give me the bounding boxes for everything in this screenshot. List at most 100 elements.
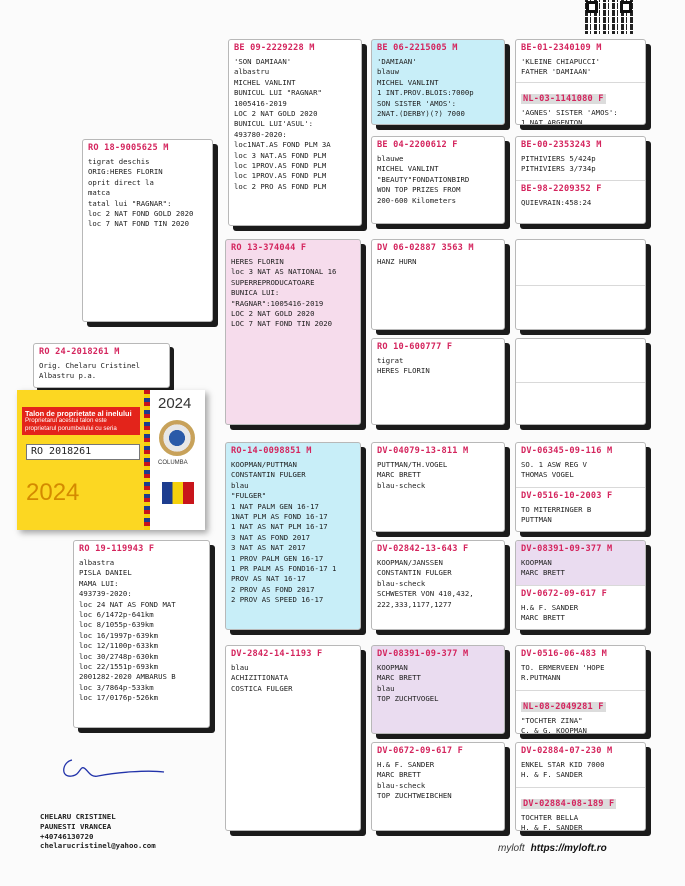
info-line: "FULGER" — [231, 491, 267, 501]
info-line: tigrat — [377, 356, 404, 365]
passport-title: Talon de proprietate al inelului — [25, 409, 132, 418]
ring-number: NL-08-2049281 F — [521, 702, 606, 712]
info-line: loc 30/2748p-630km — [79, 651, 159, 661]
passport-year: 2024 — [26, 479, 80, 506]
info-line: blauw — [377, 67, 399, 77]
ring-number: BE 09-2229228 M — [234, 43, 315, 53]
info-line: "TOCHTER ZINA" — [521, 716, 583, 725]
info-line: loc 3 NAT AS NATIONAL 16 — [231, 267, 337, 277]
info-line: COSTICA FULGER — [231, 683, 293, 693]
info-line: MARC BRETT — [377, 770, 421, 780]
info-line: MARC BRETT — [377, 673, 421, 683]
info-line: BUNICUL LUI'ASUL': — [234, 119, 314, 129]
info-line: H.& F. SANDER — [521, 603, 579, 612]
footer-url[interactable]: https://myloft.ro — [530, 843, 607, 854]
info-line: MICHEL VANLINT — [234, 77, 296, 87]
info-line: loc 22/1551p-693km — [79, 662, 159, 672]
info-line: 1 NAT AS NAT PLM 16-17 — [231, 522, 328, 532]
info-line: SON SISTER 'AMOS': — [377, 98, 457, 108]
info-line: 'KLEINE CHIAPUCCI' — [521, 57, 601, 66]
info-line: loc 2 PRO AS FOND PLM — [234, 181, 327, 191]
ring-number: DV-02884-08-189 F — [521, 799, 617, 809]
info-line: MARC BRETT — [377, 470, 421, 480]
owner-city: PAUNESTI VRANCEA — [40, 821, 112, 831]
info-line: 1 PR PALM AS FOND16-17 1 — [231, 564, 337, 574]
info-line: BUNICA LUI: — [231, 288, 280, 298]
info-line: HERES FLORIN — [231, 257, 284, 266]
pigeon-entry — [516, 383, 645, 424]
ring-number: DV-0672-09-617 F — [521, 589, 607, 599]
gen5-card-4 — [515, 338, 646, 425]
ring-number: BE 06-2215005 M — [377, 43, 458, 53]
info-line: TO. ERMERVEEN 'HOPE — [521, 663, 605, 672]
info-line: blau — [231, 480, 249, 490]
info-line: PITHIVIERS 5/424p — [521, 154, 596, 163]
ring-number: RO 18-9005625 M — [88, 143, 169, 153]
info-line: SCHWESTER VON 410,432, — [377, 589, 474, 599]
passport-brand: COLUMBA — [158, 460, 188, 466]
pigeon-entry: NL-03-1141080 F'AGNES' SISTER 'AMOS':1 N… — [516, 83, 645, 124]
info-line: oprit direct la — [88, 177, 154, 187]
info-line: PISLA DANIEL — [79, 568, 132, 578]
info-line: BUNICUL LUI "RAGNAR" — [234, 88, 322, 98]
gen5-card-3 — [515, 239, 646, 330]
info-line: 2 PROV AS FOND 2017 — [231, 584, 315, 594]
info-line: 1 NAT PALM GEN 16-17 — [231, 501, 319, 511]
info-line: QUIEVRAIN:458:24 — [521, 198, 592, 207]
qr-code — [585, 0, 633, 34]
ring-number: NL-03-1141080 F — [521, 94, 606, 104]
ring-number: DV-08391-09-377 M — [377, 649, 469, 659]
info-line: loc 17/0176p-526km — [79, 693, 159, 703]
info-line: 2 PROV AS SPEED 16-17 — [231, 595, 324, 605]
passport-ring-number: RO 2018261 — [26, 444, 140, 460]
info-line: CONSTANTIN FULGER — [377, 568, 452, 578]
info-line: "BEAUTY"FONDATIONBIRD — [377, 174, 470, 184]
ring-number: DV 06-02887 3563 M — [377, 243, 474, 253]
passport-year-small: 2024 — [158, 395, 192, 412]
info-line: TOCHTER BELLA — [521, 813, 579, 822]
info-line: "RAGNAR":1005416-2019 — [231, 298, 324, 308]
owner-info: CHELARU CRISTINEL PAUNESTI VRANCEA +4074… — [40, 812, 156, 851]
info-line: 200-600 Kilometers — [377, 195, 457, 205]
info-line: blau — [231, 663, 249, 672]
info-line: MAMA LUI: — [79, 578, 119, 588]
info-line: SO. 1 ASW REG V — [521, 460, 587, 469]
info-line: blau-scheck — [377, 480, 426, 490]
info-line: 493780-2020: — [234, 129, 287, 139]
ring-number: DV-0516-06-483 M — [521, 649, 607, 659]
info-line: loc 2 NAT FOND GOLD 2020 — [88, 209, 194, 219]
info-line: loc 3 NAT.AS FOND PLM — [234, 150, 327, 160]
ring-number: DV-08391-09-377 M — [521, 544, 613, 554]
signature-icon — [63, 759, 165, 777]
info-line: 493739-2020: — [79, 589, 132, 599]
info-line: loc 7 NAT FOND TIN 2020 — [88, 219, 190, 229]
ring-number: BE-98-2209352 F — [521, 184, 602, 194]
info-line: blauwe — [377, 154, 404, 163]
ring-number: RO 10-600777 F — [377, 342, 453, 352]
info-line: TOP ZUCHTWEIBCHEN — [377, 791, 452, 801]
info-line: H.& F. SANDER — [377, 760, 435, 769]
ring-number: RO-14-0098851 M — [231, 446, 312, 456]
info-line: 1 PROV PALM GEN 16-17 — [231, 553, 324, 563]
info-line: PROV AS NAT 16-17 — [231, 574, 306, 584]
info-line: KOOPMAN — [521, 558, 552, 567]
